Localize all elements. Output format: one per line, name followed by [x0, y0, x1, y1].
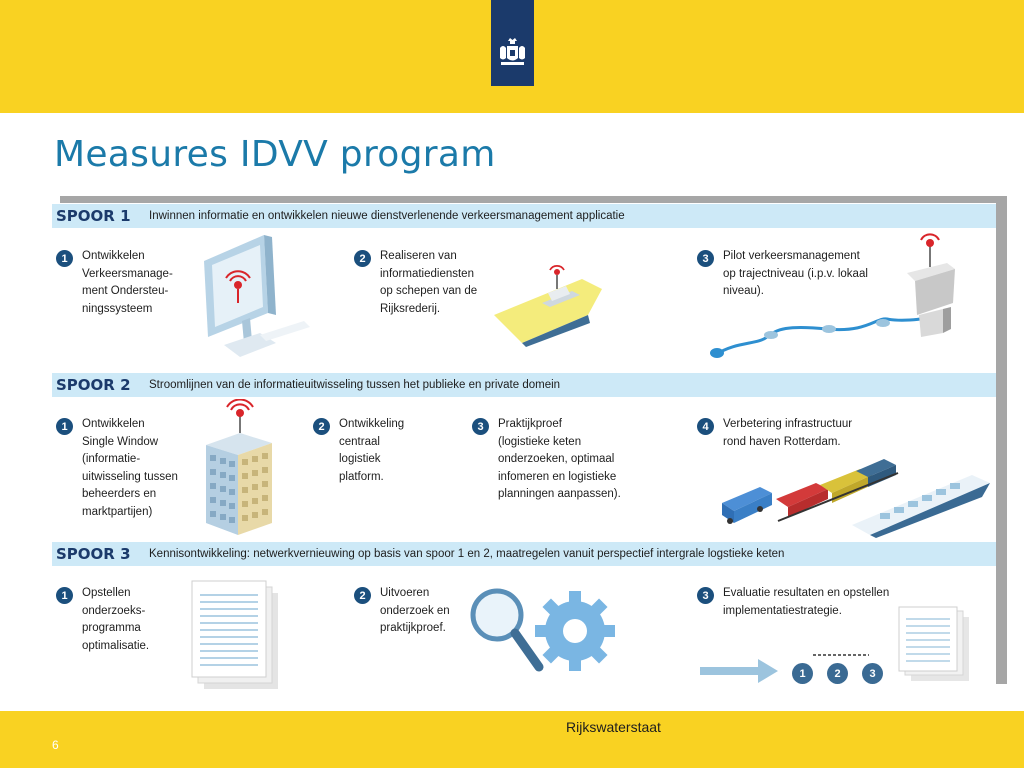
spoor-2-description: Stroomlijnen van de informatieuitwisseli…: [149, 379, 561, 391]
process-arrow-icon: [700, 659, 778, 683]
spoor-1-item-3: 3 Pilot verkeersmanagement op trajectniv…: [697, 248, 868, 301]
item-text: Uitvoeren onderzoek en praktijkproef.: [380, 587, 450, 634]
item-text: Pilot verkeersmanagement op trajectnivea…: [723, 250, 868, 297]
spoor-2-item-3: 3 Praktijkproef (logistieke keten onderz…: [472, 416, 621, 504]
step-circle-2: 2: [827, 663, 848, 684]
spoor-3-item-1: 1 Opstellen onderzoeks- programma optima…: [56, 585, 149, 655]
item-text: Evaluatie resultaten en opstellen implem…: [723, 587, 890, 617]
spoor-3-description: Kennisontwikkeling: netwerkvernieuwing o…: [149, 548, 785, 560]
spoor-2-item-1: 1 Ontwikkelen Single Window (informatie-…: [56, 416, 178, 521]
item-text: Realiseren van informatiediensten op sch…: [380, 250, 478, 315]
coat-of-arms-icon: [500, 38, 525, 65]
footer-band: [0, 711, 1024, 768]
spoor-2-item-4: 4 Verbetering infrastructuur rond haven …: [697, 416, 852, 451]
slide-title: Measures IDVV program: [54, 134, 496, 175]
spoor-3-item-2: 2 Uitvoeren onderzoek en praktijkproef.: [354, 585, 450, 638]
step-number-badge: 3: [472, 418, 489, 435]
evaluation-document-icon: [898, 606, 969, 681]
item-text: Ontwikkeling centraal logistiek platform…: [339, 418, 405, 483]
item-text: Ontwikkelen Single Window (informatie- u…: [82, 418, 178, 518]
footer-organization: Rijkswaterstaat: [566, 719, 661, 735]
step-dashline: [787, 652, 895, 664]
government-logo: [491, 0, 534, 86]
idvv-figure: SPOOR 1 Inwinnen informatie en ontwikkel…: [52, 203, 996, 691]
step-number-badge: 1: [56, 418, 73, 435]
item-text: Ontwikkelen Verkeersmanage- ment Onderst…: [82, 250, 173, 315]
transport-modes-icon: [722, 459, 990, 538]
ship-icon: [494, 264, 602, 347]
spoor-1-item-1: 1 Ontwikkelen Verkeersmanage- ment Onder…: [56, 248, 173, 318]
traffic-route-icon: [710, 233, 955, 358]
step-circle-1: 1: [792, 663, 813, 684]
magnifier-gear-icon: [470, 588, 615, 672]
spoor-3-item-3: 3 Evaluatie resultaten en opstellen impl…: [697, 585, 889, 620]
spoor-1-description: Inwinnen informatie en ontwikkelen nieuw…: [149, 210, 625, 222]
item-text: Verbetering infrastructuur rond haven Ro…: [723, 418, 853, 448]
dotted-line-icon: [813, 654, 869, 656]
step-number-badge: 3: [697, 250, 714, 267]
spoor-3-bar: SPOOR 3 Kennisontwikkeling: netwerkverni…: [52, 542, 996, 566]
office-building-icon: [206, 399, 272, 535]
step-number-badge: 1: [56, 250, 73, 267]
step-number-badge: 2: [354, 587, 371, 604]
step-circle-3: 3: [862, 663, 883, 684]
step-number-badge: 3: [697, 587, 714, 604]
step-number-badge: 2: [313, 418, 330, 435]
computer-monitor-icon: [204, 235, 310, 357]
item-text: Opstellen onderzoeks- programma optimali…: [82, 587, 150, 652]
spoor-1-label: SPOOR 1: [56, 207, 131, 225]
step-number-badge: 1: [56, 587, 73, 604]
page-number: 6: [52, 738, 59, 752]
spoor-2-item-2: 2 Ontwikkeling centraal logistiek platfo…: [313, 416, 404, 486]
step-number-badge: 2: [354, 250, 371, 267]
spoor-2-label: SPOOR 2: [56, 376, 131, 394]
spoor-2-bar: SPOOR 2 Stroomlijnen van de informatieui…: [52, 373, 996, 397]
spoor-1-item-2: 2 Realiseren van informatiediensten op s…: [354, 248, 477, 318]
document-stack-icon: [191, 580, 278, 689]
spoor-1-bar: SPOOR 1 Inwinnen informatie en ontwikkel…: [52, 204, 996, 228]
item-text: Praktijkproef (logistieke keten onderzoe…: [498, 418, 621, 500]
step-circles: 1 2 3: [792, 661, 883, 684]
step-number-badge: 4: [697, 418, 714, 435]
spoor-3-label: SPOOR 3: [56, 545, 131, 563]
